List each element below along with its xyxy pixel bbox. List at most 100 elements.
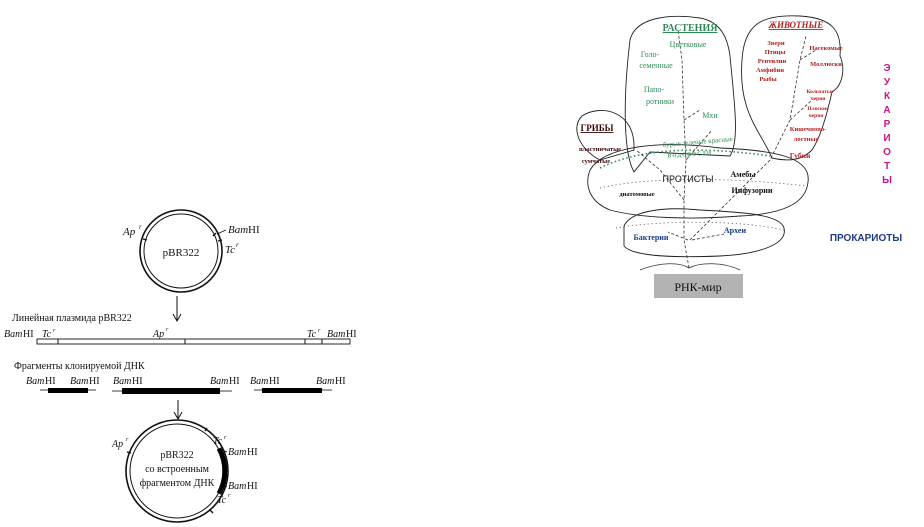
- frag3-hi-right: HI: [335, 376, 346, 387]
- label-diatoms: диатомовые: [619, 191, 654, 198]
- label-ciliates: Инфузории: [731, 186, 772, 195]
- label-insects: Насекомые: [809, 45, 842, 52]
- label-reptiles: Рептилии: [758, 58, 787, 65]
- animals-region: [741, 15, 844, 161]
- plasmid-top-hi: HI: [248, 224, 260, 236]
- label-protists: ПРОТИСТЫ: [663, 174, 714, 184]
- recombinant-line2: со встроенным: [145, 464, 210, 475]
- frag3-bam-left: Bam: [250, 376, 268, 387]
- dna-fragments: Bam HI Bam HI Bam HI Bam HI Bam HI Bam H…: [26, 376, 346, 394]
- label-archaea: Археи: [724, 226, 747, 235]
- label-algae-2: водоросли: [667, 147, 712, 159]
- label-plants: РАСТЕНИЯ: [663, 23, 719, 34]
- linear-bam-left: Bam: [4, 329, 22, 340]
- label-gymno-1: Голо-: [641, 50, 660, 59]
- fungi-region: [576, 110, 635, 161]
- tree-of-life-diagram: РАСТЕНИЯ ЖИВОТНЫЕ ГРИБЫ Цветковые Голо- …: [576, 15, 903, 298]
- linear-plasmid-caption: Линейная плазмида pBR322: [12, 313, 132, 324]
- eukaryotes-letter-6: О: [883, 147, 891, 158]
- eukaryotes-vertical-label: Э У К А Р И О Т Ы: [882, 63, 892, 186]
- plasmid-top: pBR322 Ap r Bam HI Tc r: [122, 209, 260, 293]
- label-fish: Рыбы: [759, 76, 776, 83]
- label-animals: ЖИВОТНЫЕ: [768, 20, 824, 30]
- label-annelids-2: черви: [811, 96, 827, 102]
- recombinant-tc-top: Tc: [213, 436, 223, 447]
- recombinant-tc-bottom: Tc: [217, 495, 227, 506]
- label-sponges: Губки: [790, 151, 811, 160]
- recombinant-hi-top: HI: [247, 447, 258, 458]
- linear-tc-right-sup: r: [318, 328, 321, 334]
- frag2-bam-right: Bam: [210, 376, 228, 387]
- frag1-hi-right: HI: [89, 376, 100, 387]
- linear-hi-left: HI: [23, 329, 34, 340]
- linear-ap: Ap: [152, 329, 164, 340]
- label-mosses: Мхи: [702, 111, 718, 120]
- eukaryotes-letter-2: К: [884, 91, 891, 102]
- plasmid-recombinant: pBR322 со встроенным фрагментом ДНК Ap r…: [111, 419, 258, 523]
- plasmid-top-bam: Bam: [228, 224, 248, 236]
- eukaryotes-letter-0: Э: [883, 63, 890, 74]
- label-lamellar: пластинчатые: [579, 146, 621, 153]
- label-gymno-2: семенные: [639, 61, 673, 70]
- linear-hi-right: HI: [346, 329, 357, 340]
- eukaryotes-letter-4: Р: [884, 119, 891, 130]
- frag1-hi-left: HI: [45, 376, 56, 387]
- frag2-hi-right: HI: [229, 376, 240, 387]
- label-flatworms-1: Плоские: [807, 106, 829, 112]
- label-annelids-1: Кольчатые: [806, 89, 834, 95]
- label-birds: Птицы: [765, 49, 786, 56]
- plasmid-top-ap-sup: r: [139, 223, 142, 231]
- label-fungi: ГРИБЫ: [580, 123, 613, 133]
- label-bacteria: Бактерии: [633, 233, 668, 242]
- recombinant-hi-bottom: HI: [247, 481, 258, 492]
- prokaryotes-region: [623, 208, 785, 258]
- recombinant-tc-bottom-sup: r: [228, 493, 231, 499]
- linear-plasmid: Bam HI Tc r Ap r Tc r Bam HI: [4, 327, 357, 345]
- label-amoebas: Амебы: [730, 170, 756, 179]
- eukaryotes-letter-8: Ы: [882, 175, 892, 186]
- linear-tc-left: Tc: [42, 329, 52, 340]
- linear-tc-left-sup: r: [53, 328, 56, 334]
- label-flowering: Цветковые: [670, 40, 707, 49]
- label-flatworms-2: черви: [809, 113, 825, 119]
- label-prokaryotes: ПРОКАРИОТЫ: [830, 233, 903, 244]
- label-molluscs: Моллюски: [810, 61, 842, 68]
- linear-ap-sup: r: [166, 327, 169, 333]
- label-beasts: Звери: [767, 40, 784, 47]
- eukaryotes-letter-7: Т: [884, 161, 890, 172]
- protists-region: [587, 144, 809, 219]
- recombinant-ap-sup: r: [126, 437, 129, 443]
- recombinant-line3: фрагментом ДНК: [140, 478, 215, 489]
- recombinant-ap: Ap: [111, 439, 123, 450]
- plasmid-top-tc: Tc: [225, 244, 235, 256]
- label-pouch: сумчатые: [582, 158, 610, 165]
- fragments-caption: Фрагменты клонируемой ДНК: [14, 361, 145, 372]
- label-rna-world: РНК-мир: [674, 280, 721, 294]
- plasmid-top-ap: Ap: [122, 226, 136, 238]
- label-amphibians: Амфибии: [756, 67, 784, 74]
- plasmid-cloning-diagram: pBR322 Ap r Bam HI Tc r Линейная плазмид…: [4, 209, 357, 523]
- frag3-bam-right: Bam: [316, 376, 334, 387]
- rna-world-box: [654, 274, 743, 298]
- plants-region: [624, 15, 736, 173]
- recombinant-tc-top-sup: r: [224, 435, 227, 441]
- label-coelenterates-2: лостные: [794, 136, 819, 143]
- plasmid-top-tc-sup: r: [236, 241, 239, 249]
- frag3-hi-left: HI: [269, 376, 280, 387]
- recombinant-line1: pBR322: [160, 450, 193, 461]
- recombinant-bam-top: Bam: [228, 447, 246, 458]
- plasmid-top-name: pBR322: [163, 247, 200, 259]
- frag2-hi-left: HI: [132, 376, 143, 387]
- label-coelenterates-1: Кишечнопо-: [790, 126, 827, 133]
- recombinant-bam-bottom: Bam: [228, 481, 246, 492]
- frag1-bam-left: Bam: [26, 376, 44, 387]
- label-ferns-1: Папо-: [644, 85, 665, 94]
- linear-tc-right: Tc: [307, 329, 317, 340]
- eukaryotes-letter-1: У: [884, 77, 891, 88]
- eukaryotes-letter-5: И: [883, 133, 890, 144]
- linear-bam-right: Bam: [327, 329, 345, 340]
- eukaryotes-letter-3: А: [883, 105, 890, 116]
- label-ferns-2: ротники: [646, 97, 675, 106]
- frag2-bam-left: Bam: [113, 376, 131, 387]
